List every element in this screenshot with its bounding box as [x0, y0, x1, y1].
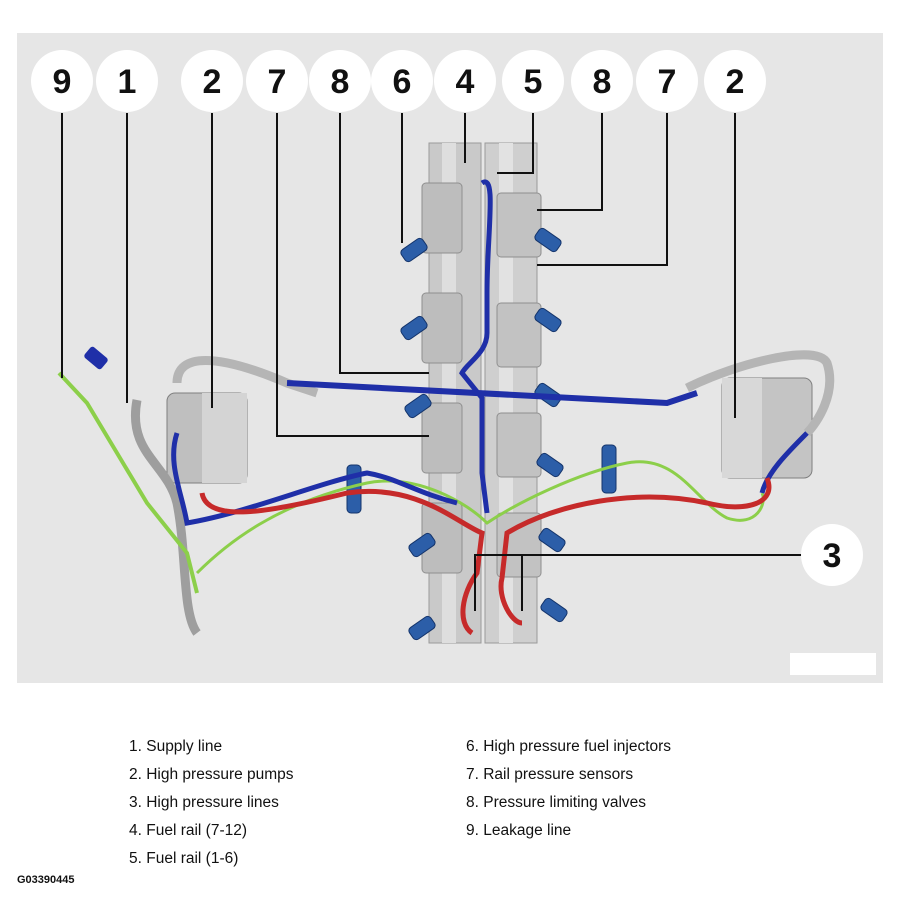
svg-text:6: 6	[393, 63, 412, 101]
legend-item: 6. High pressure fuel injectors	[466, 738, 672, 755]
legend-item: 8. Pressure limiting valves	[466, 794, 647, 811]
legend-item: 3. High pressure lines	[129, 794, 279, 811]
legend-left: 1. Supply line 2. High pressure pumps 3.…	[129, 733, 294, 873]
svg-text:3: 3	[823, 537, 842, 575]
low-pressure-line-left	[171, 432, 458, 526]
legend-item: 5. Fuel rail (1-6)	[129, 850, 239, 867]
callout-2-left: 2	[181, 50, 243, 112]
svg-text:7: 7	[268, 63, 287, 101]
low-pressure-rail-line	[459, 179, 493, 514]
legend-item: 1. Supply line	[129, 738, 223, 755]
callout-8-right: 8	[571, 50, 633, 112]
callouts-top: 9 1 2 7 8 6 4 5 8 7 2	[31, 50, 766, 112]
leakage-line	[57, 371, 199, 594]
callout-7-right: 7	[636, 50, 698, 112]
legend-item: 2. High pressure pumps	[129, 766, 294, 783]
legend-item: 9. Leakage line	[466, 822, 572, 839]
callout-9: 9	[31, 50, 93, 112]
legend-item: 7. Rail pressure sensors	[466, 766, 634, 783]
svg-text:8: 8	[331, 63, 350, 101]
supply-line	[130, 399, 201, 636]
supply-connector	[84, 346, 108, 370]
callout-2-right: 2	[704, 50, 766, 112]
legend-right: 6. High pressure fuel injectors 7. Rail …	[466, 733, 671, 845]
high-pressure-line-right	[498, 477, 772, 626]
callout-8-left: 8	[309, 50, 371, 112]
svg-text:7: 7	[658, 63, 677, 101]
svg-text:9: 9	[53, 63, 72, 101]
blank-label-box	[790, 653, 876, 675]
callout-3: 3	[801, 524, 863, 586]
low-pressure-crossover-line	[286, 380, 698, 407]
svg-text:2: 2	[203, 63, 222, 101]
low-pressure-line-right	[759, 431, 809, 494]
svg-text:5: 5	[524, 63, 543, 101]
callout-7-left: 7	[246, 50, 308, 112]
legend-item: 4. Fuel rail (7-12)	[129, 822, 248, 839]
high-pressure-line-left	[199, 489, 485, 636]
svg-text:2: 2	[726, 63, 745, 101]
supply-pipe-right	[684, 350, 835, 437]
callout-1: 1	[96, 50, 158, 112]
high-pressure-pump-left	[166, 392, 248, 484]
callout-6: 6	[371, 50, 433, 112]
svg-text:1: 1	[118, 63, 137, 101]
svg-text:4: 4	[456, 63, 475, 101]
figure-code: G03390445	[17, 874, 75, 886]
diagram-canvas: 9 1 2 7 8 6 4 5 8 7 2 3	[17, 33, 883, 683]
callout-leaders	[61, 113, 803, 611]
fuel-system-diagram: 9 1 2 7 8 6 4 5 8 7 2 3	[17, 33, 883, 683]
svg-text:8: 8	[593, 63, 612, 101]
callout-4: 4	[434, 50, 496, 112]
callout-5: 5	[502, 50, 564, 112]
